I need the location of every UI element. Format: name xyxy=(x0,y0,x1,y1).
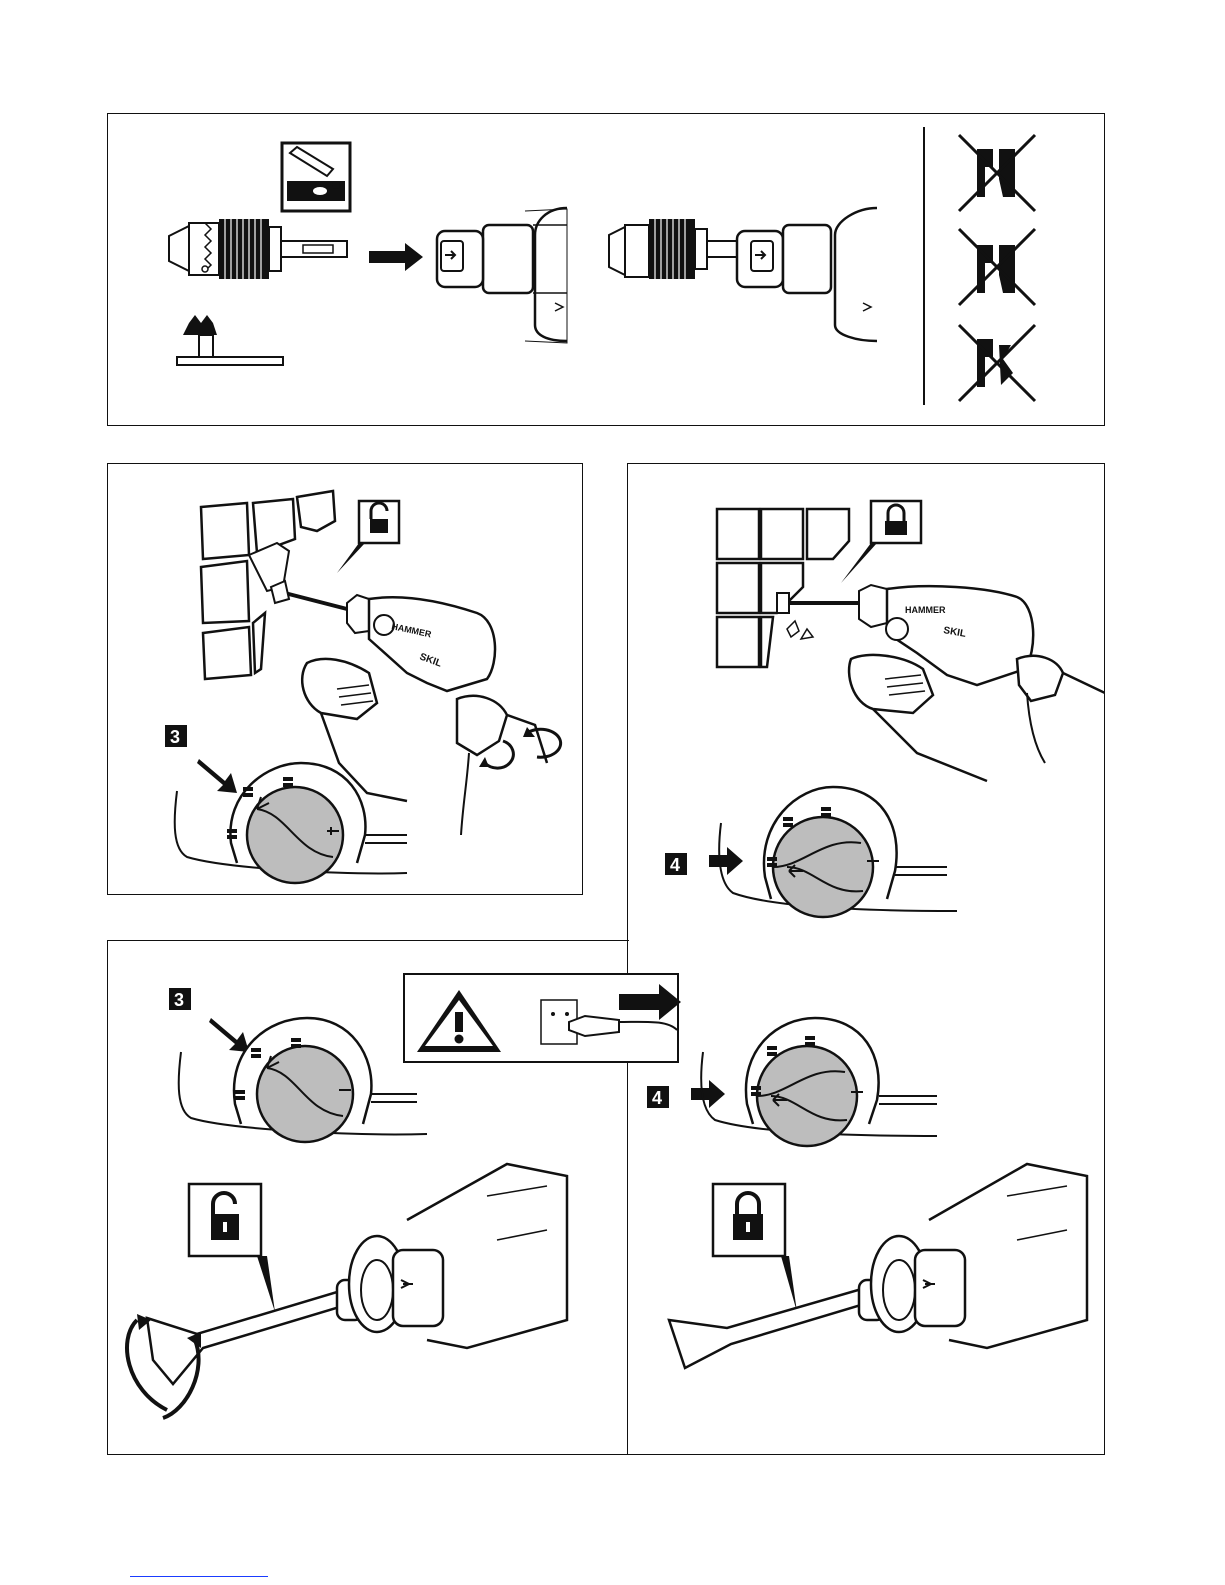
step-3-bottom-label: 3 xyxy=(174,990,184,1010)
mode-dial-top xyxy=(175,763,407,883)
lock-icon xyxy=(841,501,921,583)
chuck-icon xyxy=(169,219,347,279)
panel-locked-chisel-art: HAMMER SKIL 4 xyxy=(627,463,1105,933)
chuck-key-icon xyxy=(177,315,283,365)
step-4-bottom-label: 4 xyxy=(652,1088,662,1108)
lock-icon xyxy=(713,1184,797,1312)
chuck-mounted xyxy=(609,208,877,341)
warning-box xyxy=(404,974,681,1062)
prohibited-icon xyxy=(959,135,1035,211)
link-underline xyxy=(130,1576,268,1577)
mode-dial-bottom-right xyxy=(701,1018,937,1146)
top-panel-art xyxy=(107,113,1105,426)
prohibited-icon xyxy=(959,229,1035,305)
panel-unlocked-chisel-art: HAMMER SKIL 3 xyxy=(107,463,583,895)
unlock-icon xyxy=(189,1184,275,1312)
grease-tube-icon xyxy=(282,143,350,211)
tool-nose-bottom-left xyxy=(337,1164,567,1348)
tool-nose-left xyxy=(437,208,567,343)
prohibited-icon xyxy=(959,325,1035,401)
mode-dial-right xyxy=(719,787,957,917)
tool-nose-bottom-right xyxy=(859,1164,1087,1348)
step-4-right-label: 4 xyxy=(670,855,680,875)
mode-dial-bottom-left xyxy=(179,1018,427,1142)
panel-bottom-art: 3 4 xyxy=(107,940,1105,1455)
insert-arrow-icon xyxy=(369,243,423,271)
tool-label-hammer-2: HAMMER xyxy=(905,605,946,615)
unlock-icon xyxy=(337,501,399,573)
step-3-top-label: 3 xyxy=(170,727,180,747)
